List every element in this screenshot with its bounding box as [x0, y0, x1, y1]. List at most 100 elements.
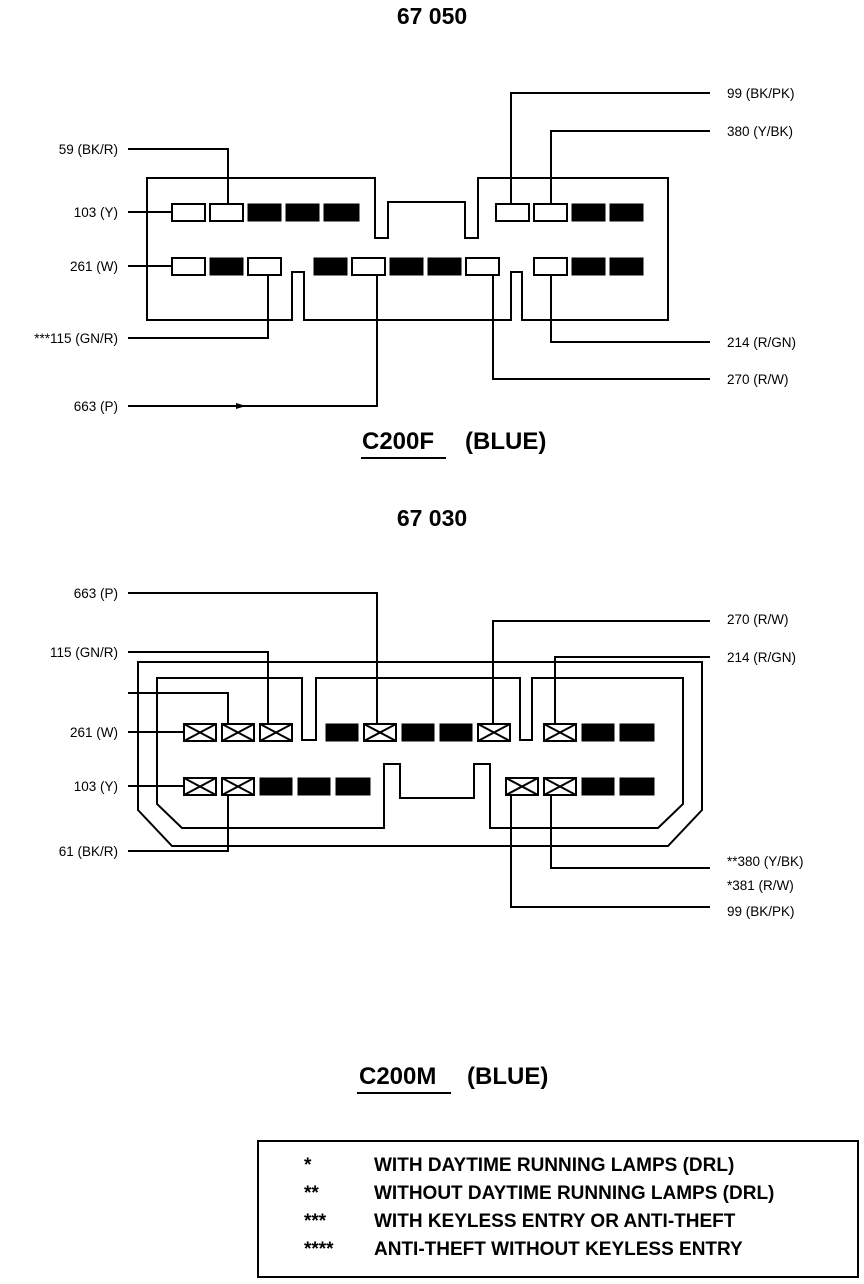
pin-crossed	[259, 723, 293, 742]
pin-row-top-f	[171, 203, 644, 222]
wires-f	[128, 92, 710, 409]
pin-open	[465, 257, 500, 276]
pin-open	[209, 203, 244, 222]
pin-open	[351, 257, 386, 276]
part-number-m: 67 030	[397, 505, 467, 531]
wire-label: 61 (BK/R)	[59, 844, 118, 859]
pin-filled	[313, 257, 348, 276]
wire-label: 103 (Y)	[74, 779, 118, 794]
wire-380	[550, 795, 710, 869]
connector-name-f: C200F	[362, 428, 434, 455]
wire-label: ***115 (GN/R)	[34, 331, 118, 346]
pin-crossed	[543, 723, 577, 742]
legend-box	[257, 1140, 859, 1278]
pin-open	[533, 203, 568, 222]
pin-crossed	[477, 723, 511, 742]
connector-name-m: C200M	[359, 1063, 436, 1090]
pin-filled	[401, 723, 435, 742]
housing-m-inner	[156, 677, 684, 829]
wire-label: **380 (Y/BK)	[727, 854, 804, 869]
pin-open	[247, 257, 282, 276]
wire-label: 380 (Y/BK)	[727, 124, 793, 139]
pin-row-bottom-m	[183, 777, 655, 796]
pin-crossed	[363, 723, 397, 742]
wire-214	[550, 275, 710, 343]
wire-115	[128, 275, 269, 339]
pin-filled	[581, 777, 615, 796]
pin-open	[171, 257, 206, 276]
wire-label: 99 (BK/PK)	[727, 904, 795, 919]
pin-filled	[259, 777, 293, 796]
wire-label: 99 (BK/PK)	[727, 86, 795, 101]
pin-filled	[619, 723, 655, 742]
pin-filled	[247, 203, 282, 222]
pin-crossed	[183, 723, 217, 742]
pin-open	[495, 203, 530, 222]
pin-filled	[571, 257, 606, 276]
pin-filled	[571, 203, 606, 222]
wire-61	[128, 795, 229, 852]
legend-text: WITH KEYLESS ENTRY OR ANTI-THEFT	[374, 1211, 736, 1232]
legend: * WITH DAYTIME RUNNING LAMPS (DRL) ** WI…	[304, 1155, 774, 1260]
pin-filled	[323, 203, 360, 222]
legend-text: WITHOUT DAYTIME RUNNING LAMPS (DRL)	[374, 1183, 774, 1204]
pin-crossed	[183, 777, 217, 796]
wire-label: 270 (R/W)	[727, 612, 789, 627]
pin-filled	[609, 203, 644, 222]
wire-label: 663 (P)	[74, 399, 118, 414]
pin-filled	[209, 257, 244, 276]
pin-row-top-m	[183, 723, 655, 742]
pin-filled	[581, 723, 615, 742]
pin-filled	[285, 203, 320, 222]
wire-663	[128, 275, 378, 407]
wire-270	[492, 620, 710, 724]
arrow-tip	[236, 403, 246, 409]
legend-symbol: ***	[304, 1211, 327, 1232]
pin-open	[171, 203, 206, 222]
wire-99	[510, 92, 710, 204]
pin-crossed	[221, 723, 255, 742]
wire-label: 59 (BK/R)	[59, 142, 118, 157]
pin-filled	[427, 257, 462, 276]
pin-filled	[619, 777, 655, 796]
wire-99	[510, 795, 710, 908]
pin-crossed	[543, 777, 577, 796]
wire-label: 663 (P)	[74, 586, 118, 601]
wires-m	[128, 592, 710, 908]
pin-open	[533, 257, 568, 276]
wire-663	[128, 592, 378, 724]
pin-crossed	[221, 777, 255, 796]
legend-symbol: ****	[304, 1239, 334, 1260]
pin-filled	[335, 777, 371, 796]
legend-symbol: **	[304, 1183, 319, 1204]
wire-label: 261 (W)	[70, 725, 118, 740]
wire-115	[128, 651, 269, 724]
legend-text: ANTI-THEFT WITHOUT KEYLESS ENTRY	[374, 1239, 743, 1260]
housing-f	[146, 177, 669, 321]
wire-380	[550, 130, 710, 204]
wire-label: *381 (R/W)	[727, 878, 794, 893]
connector-color-m: (BLUE)	[467, 1063, 548, 1090]
part-number-f: 67 050	[397, 3, 467, 29]
wire-label: 214 (R/GN)	[727, 335, 796, 350]
pin-filled	[439, 723, 473, 742]
pin-row-bottom-f	[171, 257, 644, 276]
wire-label: 214 (R/GN)	[727, 650, 796, 665]
housing-m-outer	[137, 661, 703, 847]
wire-59	[128, 148, 229, 204]
wire-label: 115 (GN/R)	[50, 645, 118, 660]
wire-label: 270 (R/W)	[727, 372, 789, 387]
wire-unlabeled	[128, 692, 229, 724]
legend-text: WITH DAYTIME RUNNING LAMPS (DRL)	[374, 1155, 734, 1176]
wire-label: 103 (Y)	[74, 205, 118, 220]
connector-color-f: (BLUE)	[465, 428, 546, 455]
pin-filled	[297, 777, 331, 796]
pin-filled	[609, 257, 644, 276]
wire-214	[554, 656, 710, 724]
wire-270	[492, 275, 710, 380]
legend-symbol: *	[304, 1155, 312, 1176]
pin-filled	[389, 257, 424, 276]
wire-label: 261 (W)	[70, 259, 118, 274]
pin-crossed	[505, 777, 539, 796]
